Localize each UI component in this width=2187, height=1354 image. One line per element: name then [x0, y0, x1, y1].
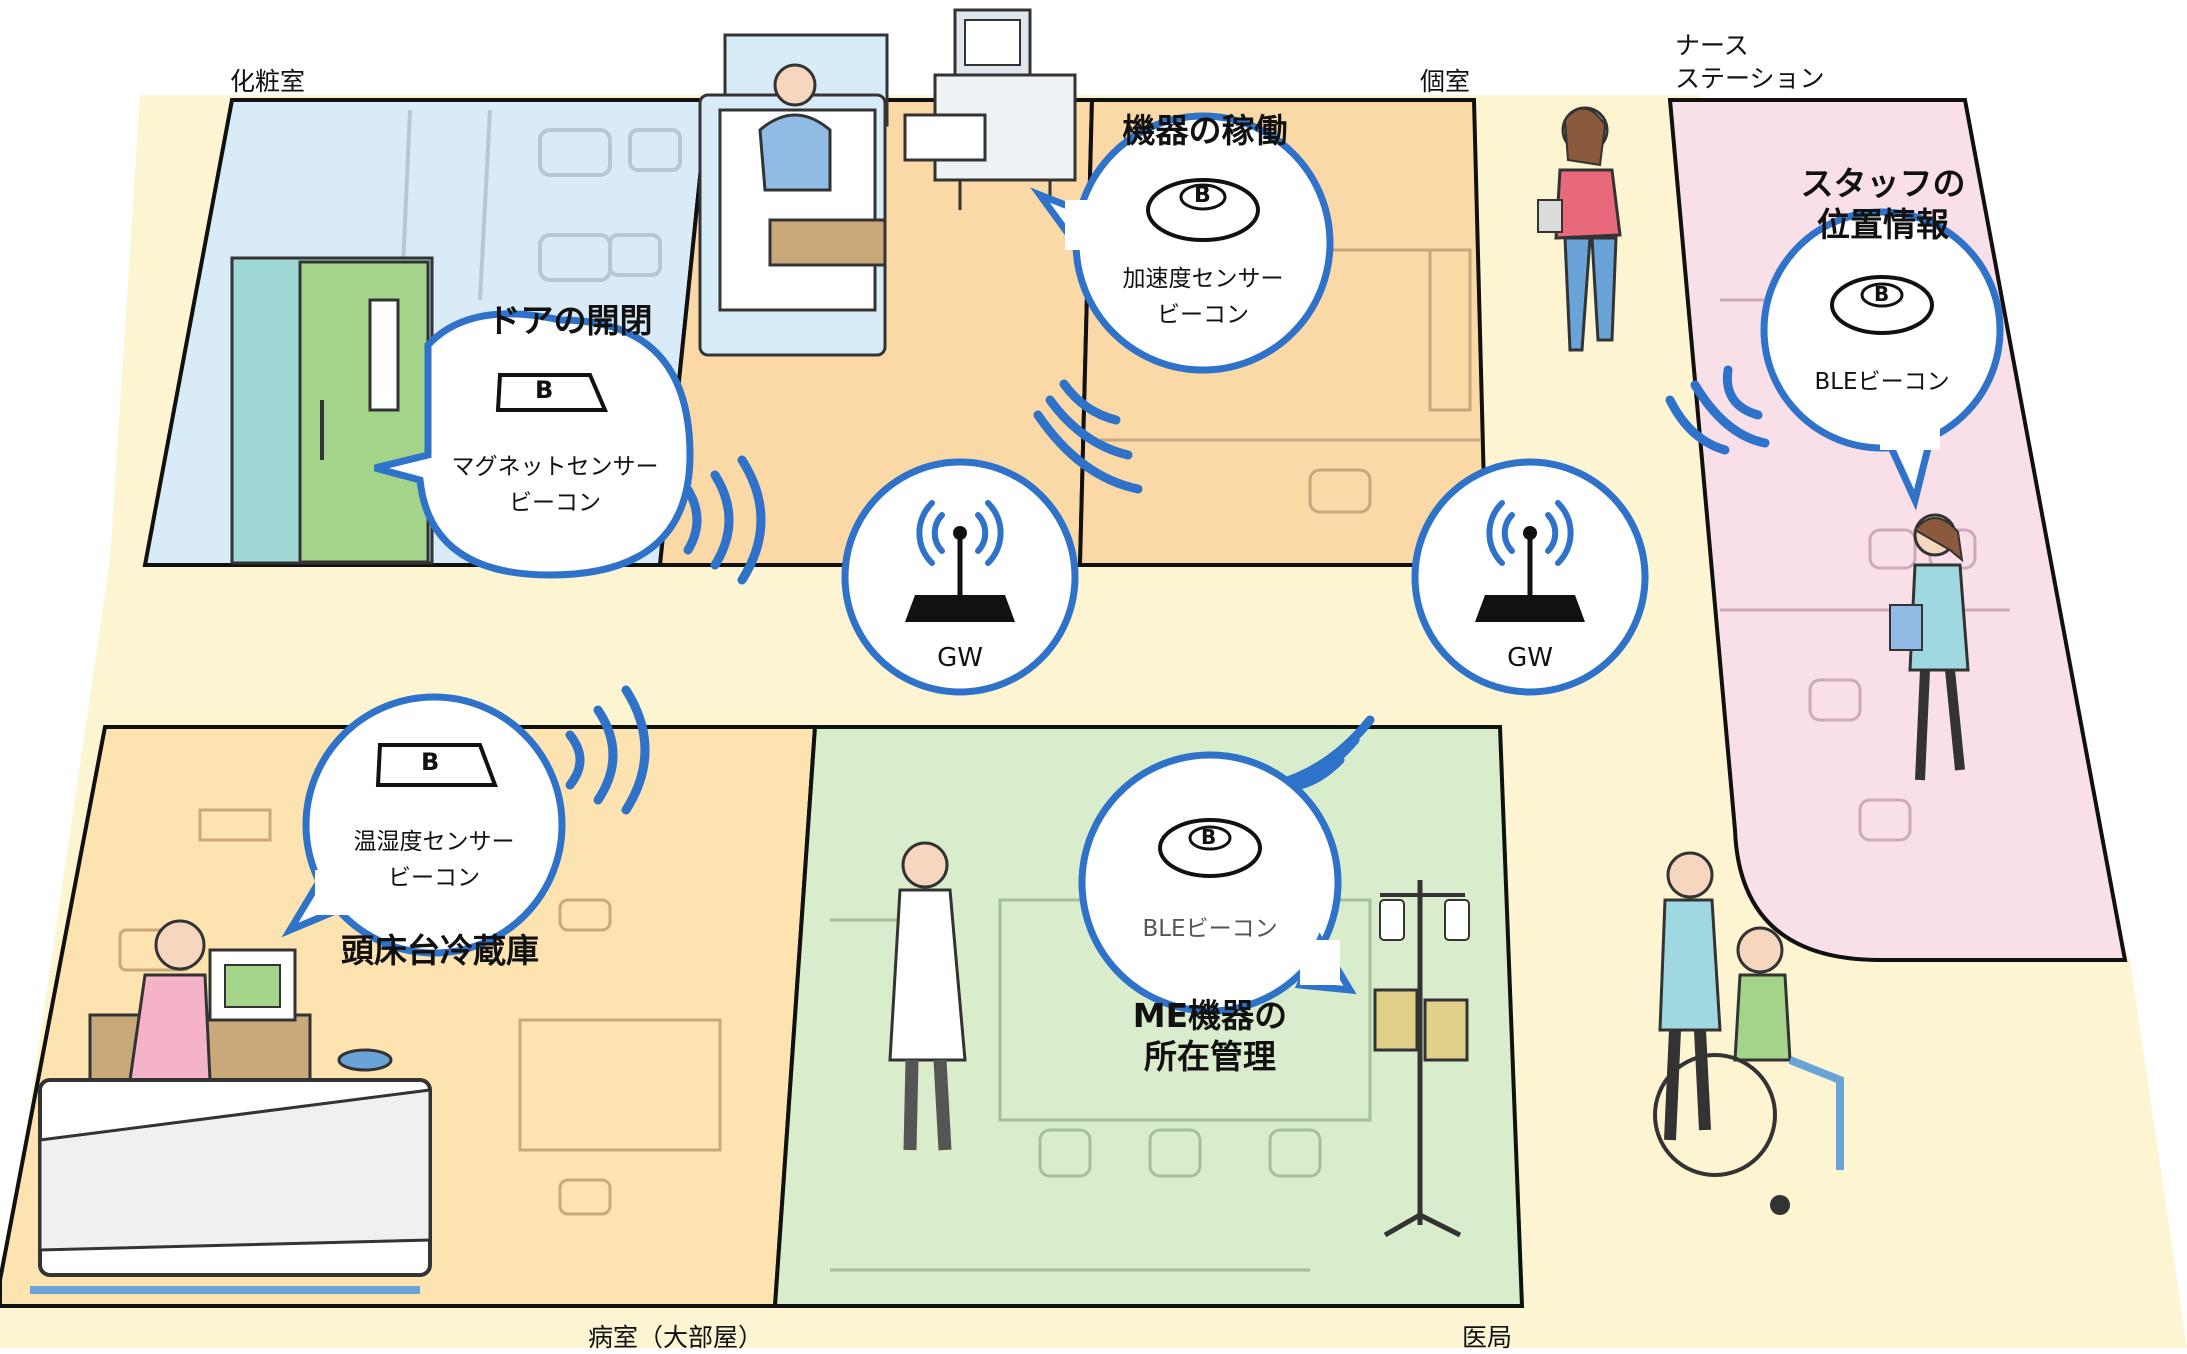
medical-machine [903, 8, 1077, 210]
equipment-bubble-text: 加速度センサー ビーコン [1122, 266, 1284, 328]
signal-waves [565, 365, 1770, 815]
room-label-ward: 病室（大部屋） [588, 1323, 764, 1352]
fridge-bubble-title: 頭床台冷蔵庫 [341, 931, 539, 970]
staff-beacon-badge: B [1874, 282, 1890, 306]
nurse-with-wheelchair [1653, 851, 1844, 1215]
door-beacon-badge: B [535, 376, 554, 404]
equipment-bubble-title: 機器の稼働 [1122, 111, 1288, 150]
gateway-2-label: GW [1507, 643, 1553, 673]
me-bubble-text: BLEビーコン [1142, 916, 1278, 942]
me-beacon-badge: B [1201, 825, 1217, 849]
iv-pole [1373, 880, 1470, 1238]
fridge-bubble-text: 温湿度センサー ビーコン [353, 829, 515, 891]
door-bubble [374, 310, 694, 579]
door-bubble-text: マグネットセンサー ビーコン [451, 454, 659, 516]
visitor-woman [1537, 106, 1622, 352]
me-equipment-bubble [1078, 751, 1357, 1015]
ward-bed [30, 1078, 432, 1294]
fridge-beacon-badge: B [421, 748, 440, 776]
equipment-beacon-badge: B [1194, 183, 1211, 208]
patient-at-fridge [88, 919, 393, 1087]
room-label-medical-office: 医局 [1462, 1323, 1513, 1352]
room-label-powder-room: 化粧室 [230, 67, 306, 96]
staff-bubble-title: スタッフの 位置情報 [1800, 164, 1966, 245]
gateway-2 [1411, 458, 1649, 696]
doctor [888, 841, 967, 1151]
patient-bed [698, 33, 889, 357]
door-bubble-title: ドアの開閉 [487, 301, 653, 340]
room-label-nurse-station: ナース ステーション [1675, 31, 1825, 93]
room-label-private-room: 個室 [1420, 67, 1471, 96]
me-bubble-title: ME機器の 所在管理 [1132, 996, 1288, 1077]
equipment-bubble [1030, 112, 1334, 374]
staff-bubble [1760, 208, 2004, 511]
fridge-bubble [281, 693, 566, 957]
gateway-1-label: GW [937, 643, 983, 673]
nurse-with-clipboard [1889, 513, 1970, 781]
staff-bubble-text: BLEビーコン [1814, 369, 1950, 395]
gateway-1 [841, 458, 1079, 696]
